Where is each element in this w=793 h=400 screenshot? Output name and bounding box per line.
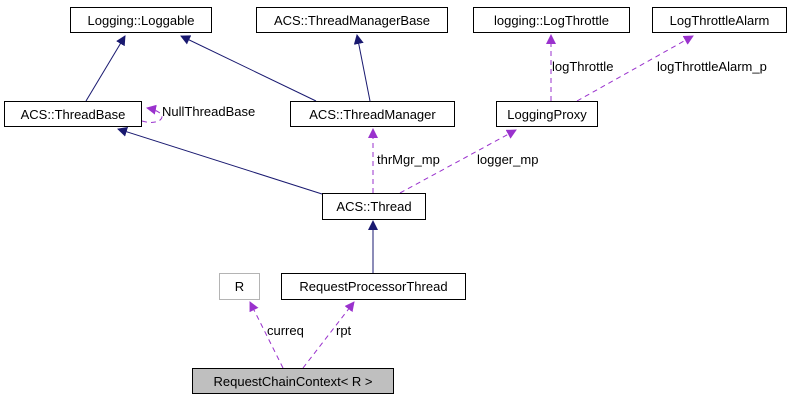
node-acs-threadmanagerbase[interactable]: ACS::ThreadManagerBase bbox=[256, 7, 448, 33]
edge-rpt bbox=[302, 301, 355, 369]
node-logthrottlealarm[interactable]: LogThrottleAlarm bbox=[652, 7, 787, 33]
edge-threadmanager-to-loggable bbox=[180, 35, 317, 102]
node-template-param-r: R bbox=[219, 273, 260, 300]
node-logging-logthrottle[interactable]: logging::LogThrottle bbox=[473, 7, 630, 33]
node-requestchaincontext-current: RequestChainContext< R > bbox=[192, 368, 394, 394]
inheritance-edges bbox=[85, 34, 378, 273]
edge-threadbase-to-loggable bbox=[85, 35, 126, 102]
edge-label-logthrottle: logThrottle bbox=[552, 59, 614, 74]
edge-thread-to-threadbase bbox=[117, 126, 323, 195]
edge-label-nullthreadbase: NullThreadBase bbox=[162, 104, 256, 119]
edge-logger-mp bbox=[399, 129, 517, 194]
edge-label-rpt: rpt bbox=[336, 323, 352, 338]
edge-label-thrmgr-mp: thrMgr_mp bbox=[377, 152, 440, 167]
node-acs-threadbase[interactable]: ACS::ThreadBase bbox=[4, 101, 142, 127]
node-acs-thread[interactable]: ACS::Thread bbox=[322, 193, 426, 220]
node-logging-loggable[interactable]: Logging::Loggable bbox=[70, 7, 212, 33]
node-acs-threadmanager[interactable]: ACS::ThreadManager bbox=[290, 101, 455, 127]
node-requestprocessorthread[interactable]: RequestProcessorThread bbox=[281, 273, 466, 300]
usage-edges bbox=[141, 34, 694, 369]
edge-label-logger-mp: logger_mp bbox=[477, 152, 539, 167]
edge-nullthreadbase-selfloop bbox=[141, 104, 163, 123]
edge-curreq bbox=[249, 301, 284, 369]
edge-label-logthrottlealarm-p: logThrottleAlarm_p bbox=[657, 59, 767, 74]
edge-threadmanager-to-threadmanagerbase bbox=[353, 34, 371, 102]
node-loggingproxy[interactable]: LoggingProxy bbox=[496, 101, 598, 127]
edge-logthrottlealarm-p bbox=[576, 35, 694, 102]
edge-label-curreq: curreq bbox=[267, 323, 304, 338]
